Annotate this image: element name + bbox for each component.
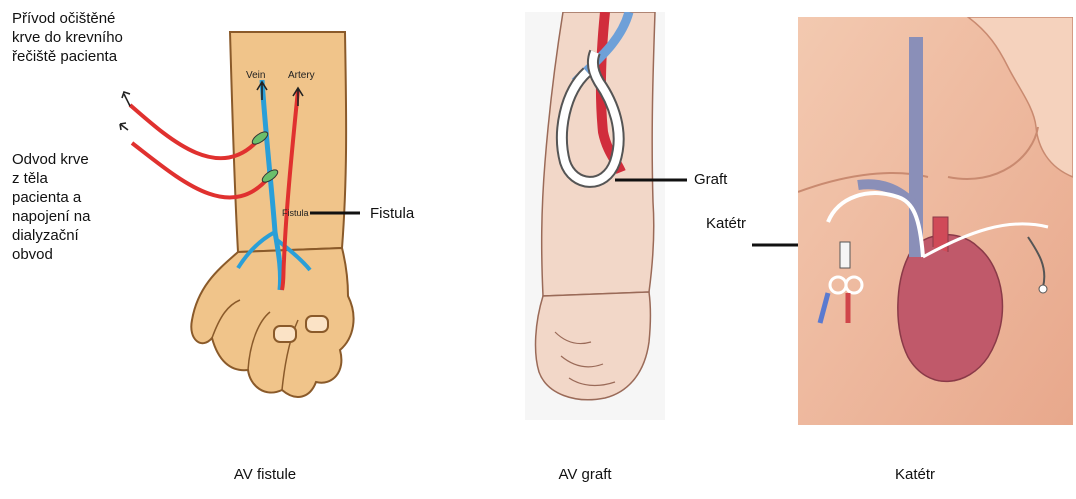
caption-katetr: Katétr: [815, 466, 1015, 483]
catheter-label: Katétr: [706, 214, 746, 233]
graft-label: Graft: [694, 170, 727, 189]
fingernail-1: [274, 326, 296, 342]
av-fistule-illustration: Vein Artery Fistula: [110, 20, 410, 410]
katetr-illustration: [798, 17, 1073, 425]
fingernail-2: [306, 316, 328, 332]
av-graft-illustration: [525, 12, 665, 420]
fistula-label: Fistula: [370, 204, 414, 223]
fistula-small-label: Fistula: [282, 208, 309, 218]
inflow-label: Přívod očištěné krve do krevního řečiště…: [12, 9, 123, 66]
artery-label: Artery: [288, 70, 315, 81]
outflow-label: Odvod krve z těla pacienta a napojení na…: [12, 150, 90, 264]
caption-av-fistule: AV fistule: [165, 466, 365, 483]
hand: [191, 248, 353, 397]
graft-pointer: [665, 178, 687, 184]
caption-av-graft: AV graft: [485, 466, 685, 483]
vein-label: Vein: [246, 70, 265, 81]
